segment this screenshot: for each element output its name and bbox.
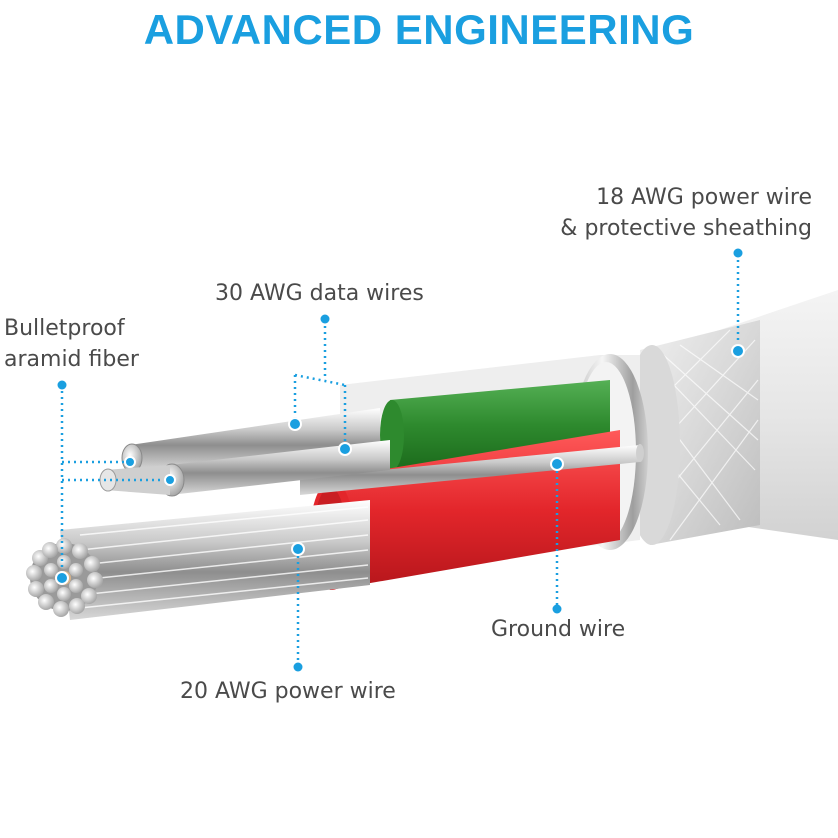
- label-20awg-power-wire: 20 AWG power wire: [180, 679, 396, 704]
- callout-lines: [60, 254, 740, 666]
- strand-lines: [79, 506, 369, 609]
- aramid-thread: [105, 465, 170, 495]
- dot-icon: [338, 442, 352, 456]
- label-line: aramid fiber: [4, 347, 139, 372]
- callout-dots: [55, 248, 745, 672]
- label-line: 18 AWG power wire: [596, 185, 812, 210]
- dot-icon: [288, 417, 302, 431]
- label-line: Bulletproof: [4, 316, 125, 341]
- label-line: & protective sheathing: [560, 216, 812, 241]
- dot-icon: [55, 571, 69, 585]
- dot-icon: [550, 457, 564, 471]
- label-ground-wire: Ground wire: [491, 617, 626, 642]
- label-18awg-power-wire: 18 AWG power wire & protective sheathing: [560, 182, 812, 244]
- label-30awg-data-wires: 30 AWG data wires: [215, 281, 424, 306]
- dot-icon: [552, 604, 562, 614]
- dot-icon: [57, 380, 67, 390]
- data-wire-upper: [130, 408, 380, 470]
- page-title: ADVANCED ENGINEERING: [143, 6, 695, 53]
- data-wire-lower: [170, 440, 390, 495]
- label-aramid-fiber: Bulletproof aramid fiber: [4, 313, 139, 375]
- dot-icon: [293, 662, 303, 672]
- dot-icon: [320, 314, 330, 324]
- dot-icon: [164, 474, 176, 486]
- dot-icon: [731, 344, 745, 358]
- dot-icon: [733, 248, 743, 258]
- power-wire-20awg: [60, 500, 370, 620]
- dot-icon: [124, 456, 136, 468]
- dot-icon: [291, 542, 305, 556]
